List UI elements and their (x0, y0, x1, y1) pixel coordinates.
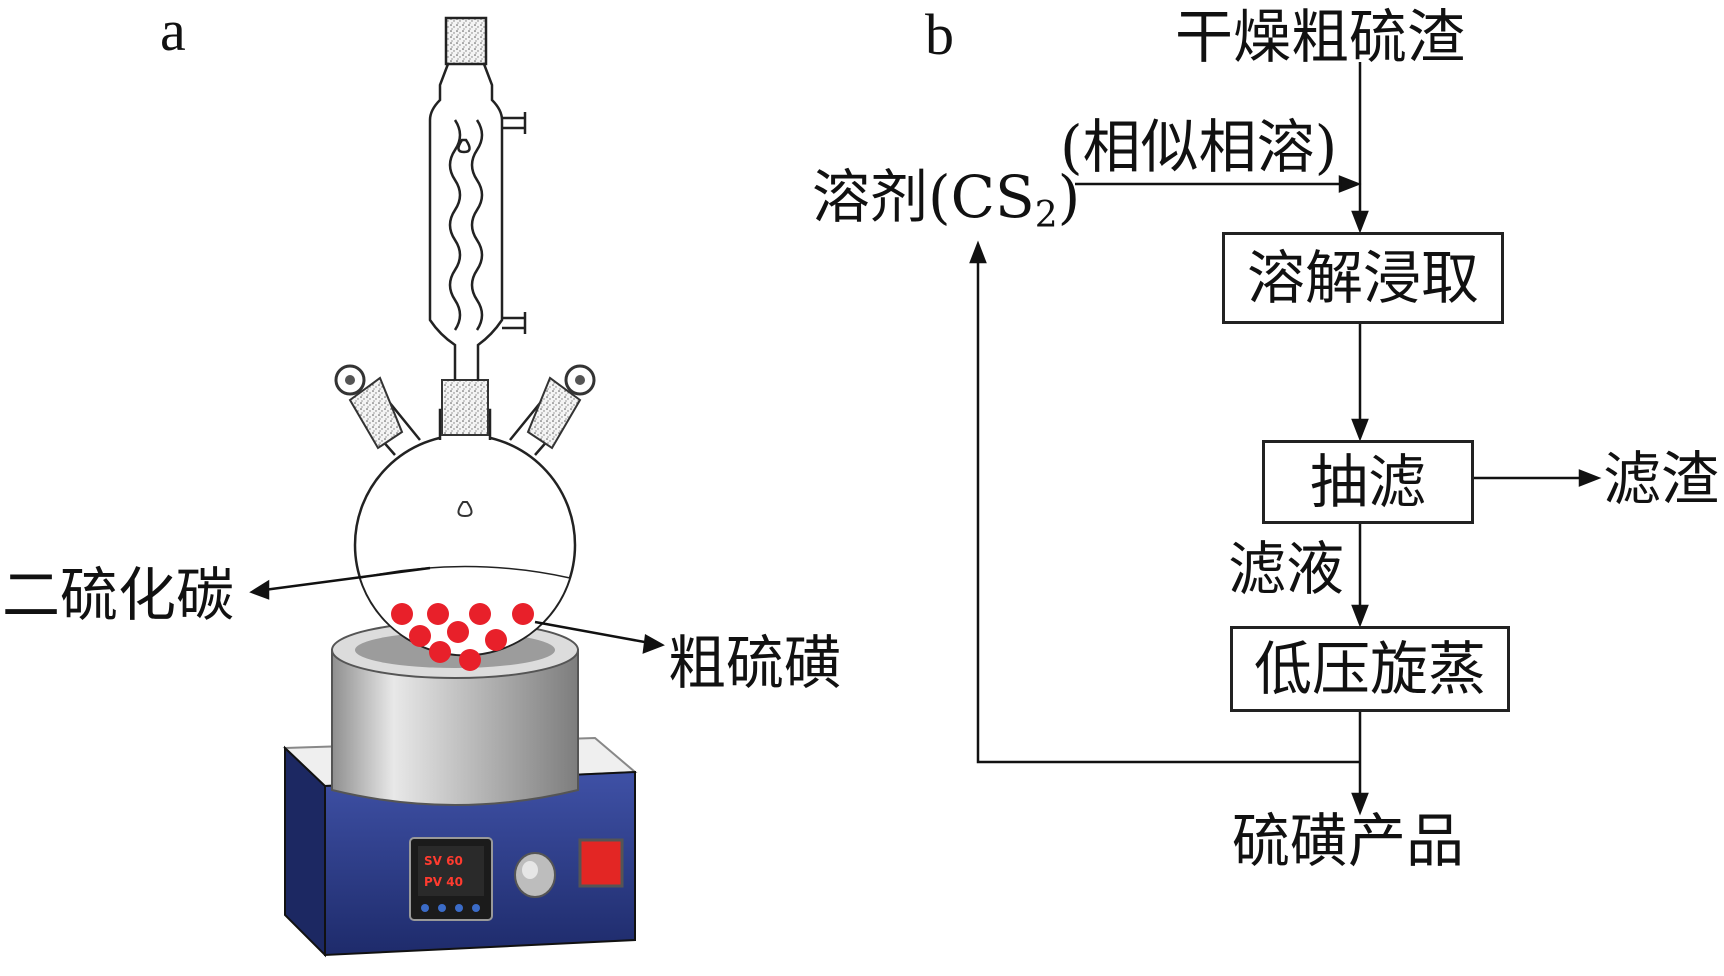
crude-sulfur-balls (391, 603, 534, 671)
flowchart-connectors (969, 62, 1602, 816)
label-crude-sulfur: 粗硫磺 (668, 629, 843, 697)
label-filter-residue: 滤渣 (1603, 445, 1720, 513)
arrow-solvent (1338, 175, 1362, 193)
display-pv-text: PV 40 (424, 875, 463, 889)
three-neck-flask (334, 364, 596, 657)
display-sv-text: SV 60 (424, 854, 463, 868)
arrow-into-step2 (1351, 418, 1369, 442)
label-sulfur-product: 硫磺产品 (1232, 807, 1465, 875)
step-rotary-evaporation: 低压旋蒸 (1230, 626, 1510, 712)
step-dissolve-leach: 溶解浸取 (1222, 232, 1504, 324)
panel-label-a: a (160, 0, 186, 63)
label-like-dissolves-like: (相似相溶) (1060, 113, 1338, 181)
solvent-close: ) (1057, 163, 1081, 231)
label-solvent: 溶剂(CS2) (812, 168, 1080, 234)
label-arrows-a (249, 566, 665, 654)
reflux-condenser (428, 16, 527, 380)
label-start-material: 干燥粗硫渣 (1175, 3, 1466, 71)
panel-label-b: b (925, 2, 954, 67)
power-button (578, 838, 624, 888)
label-carbon-disulfide: 二硫化碳 (2, 561, 235, 629)
arrow-residue (1578, 469, 1602, 487)
label-filtrate: 滤液 (1228, 535, 1345, 603)
arrow-recycle (969, 240, 987, 264)
solvent-subscript: 2 (1034, 195, 1058, 236)
solvent-text: 溶剂(CS (812, 163, 1035, 231)
step-suction-filter: 抽滤 (1262, 440, 1474, 524)
arrow-into-step1 (1351, 210, 1369, 234)
arrow-into-step3 (1351, 604, 1369, 628)
arrow-product (1351, 792, 1369, 816)
